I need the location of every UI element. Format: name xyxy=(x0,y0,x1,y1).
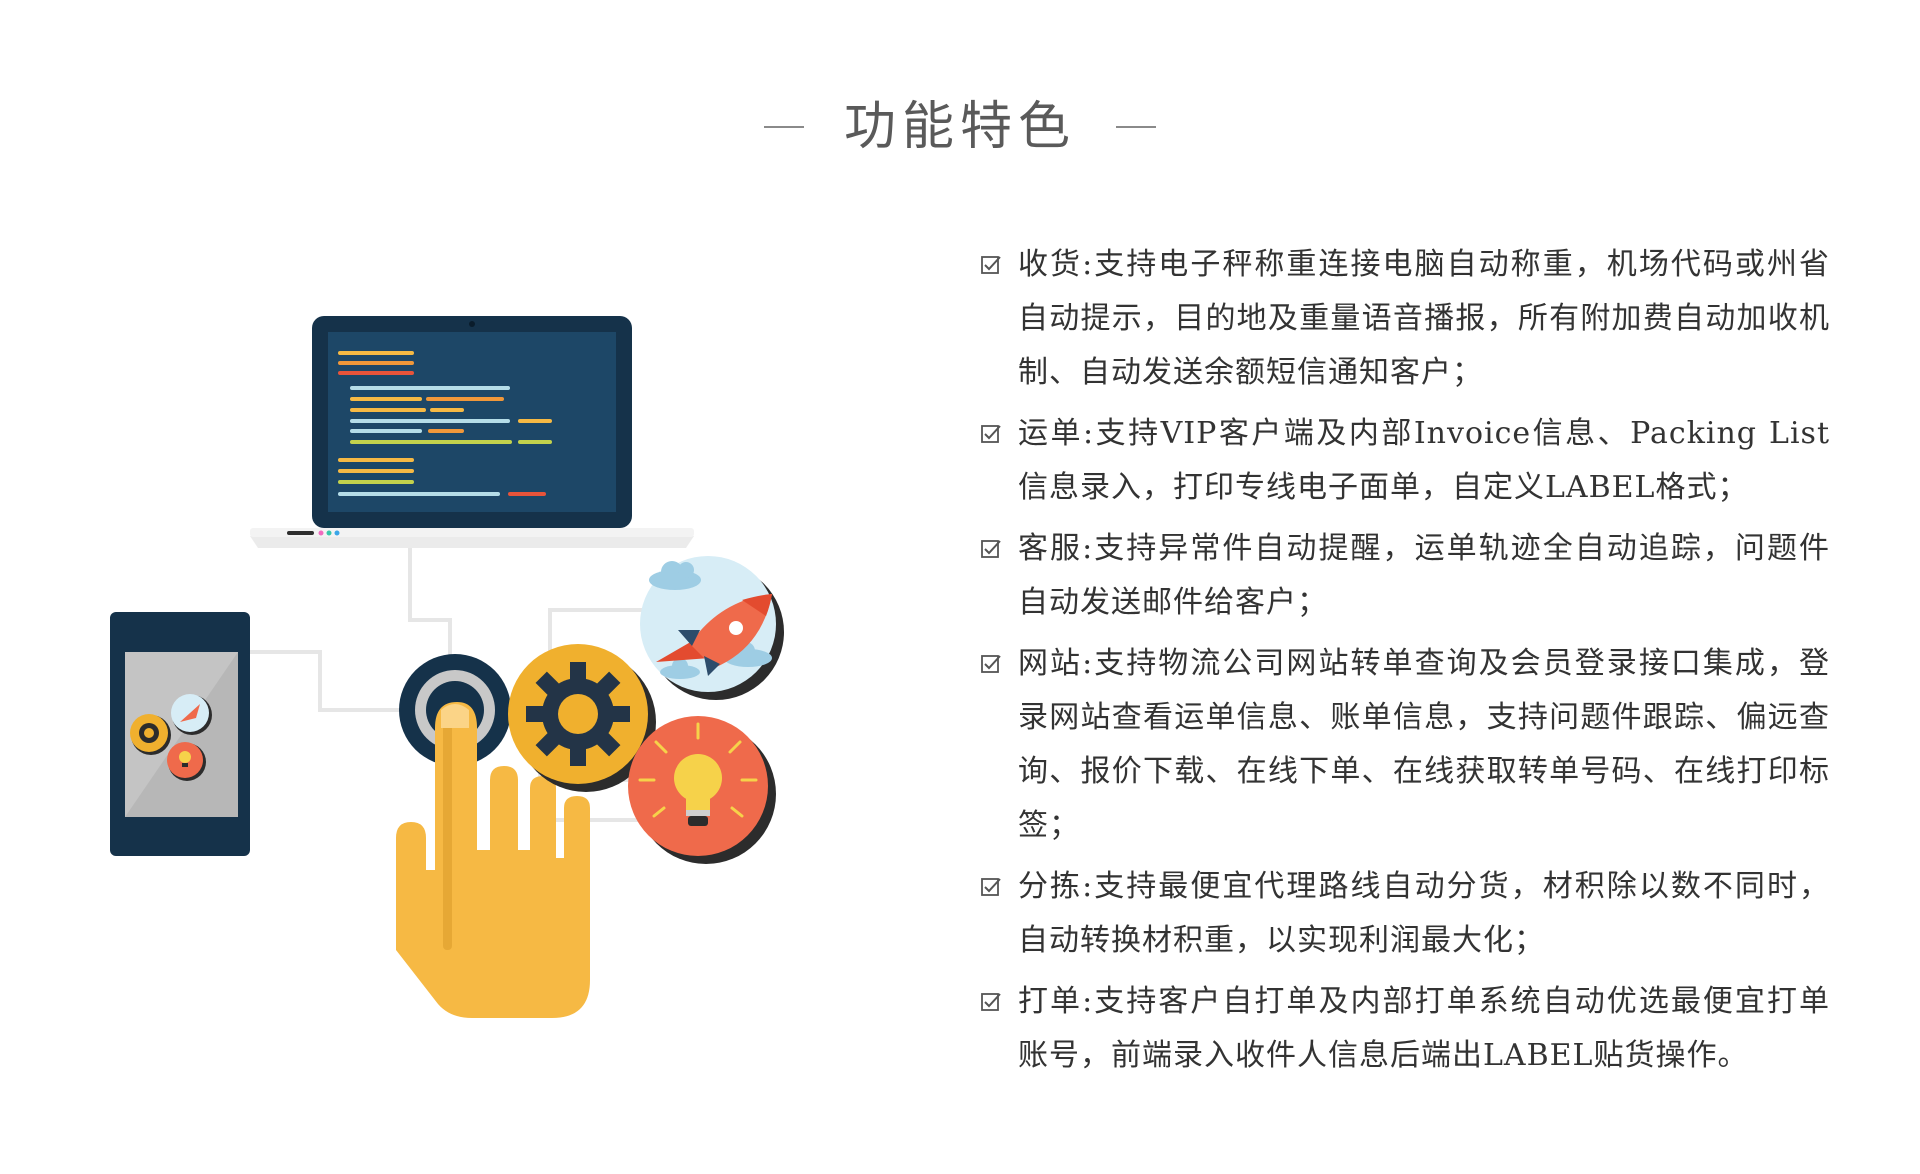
section-title-row: 功能特色 xyxy=(0,92,1920,162)
checkbox-checked-icon xyxy=(980,860,1018,914)
feature-item: 收货:支持电子秤称重连接电脑自动称重，机场代码或州省自动提示，目的地及重量语音播… xyxy=(980,238,1830,400)
gear-icon xyxy=(508,644,656,792)
feature-item: 分拣:支持最便宜代理路线自动分货，材积除以数不同时，自动转换材积重，以实现利润最… xyxy=(980,860,1830,968)
feature-text: 客服:支持异常件自动提醒，运单轨迹全自动追踪，问题件自动发送邮件给客户； xyxy=(1018,531,1830,620)
title-right-dash xyxy=(1116,126,1156,128)
section-title: 功能特色 xyxy=(843,97,1076,157)
code-lines xyxy=(338,351,552,496)
feature-item: 打单:支持客户自打单及内部打单系统自动优选最便宜打单账号，前端录入收件人信息后端… xyxy=(980,975,1830,1083)
checkbox-checked-icon xyxy=(980,238,1018,292)
tablet-icon xyxy=(110,612,250,856)
title-left-dash xyxy=(763,126,804,128)
feature-item: 客服:支持异常件自动提醒，运单轨迹全自动追踪，问题件自动发送邮件给客户； xyxy=(980,522,1830,630)
checkbox-checked-icon xyxy=(980,522,1018,576)
feature-text: 收货:支持电子秤称重连接电脑自动称重，机场代码或州省自动提示，目的地及重量语音播… xyxy=(1018,247,1830,390)
cloud-icon xyxy=(649,561,701,590)
features-illustration xyxy=(100,310,900,1030)
feature-list: 收货:支持电子秤称重连接电脑自动称重，机场代码或州省自动提示，目的地及重量语音播… xyxy=(980,238,1830,1090)
feature-text: 网站:支持物流公司网站转单查询及会员登录接口集成，登录网站查看运单信息、账单信息… xyxy=(1018,646,1830,843)
light-bulb-icon xyxy=(628,716,776,864)
pointing-hand-icon xyxy=(396,702,590,1018)
feature-item: 网站:支持物流公司网站转单查询及会员登录接口集成，登录网站查看运单信息、账单信息… xyxy=(980,637,1830,853)
feature-item: 运单:支持VIP客户端及内部Invoice信息、Packing List信息录入… xyxy=(980,407,1830,515)
checkbox-checked-icon xyxy=(980,975,1018,1029)
rocket-icon xyxy=(640,556,784,700)
feature-text: 运单:支持VIP客户端及内部Invoice信息、Packing List信息录入… xyxy=(1018,416,1830,505)
feature-text: 分拣:支持最便宜代理路线自动分货，材积除以数不同时，自动转换材积重，以实现利润最… xyxy=(1018,869,1830,958)
feature-text: 打单:支持客户自打单及内部打单系统自动优选最便宜打单账号，前端录入收件人信息后端… xyxy=(1018,984,1830,1073)
laptop-icon xyxy=(250,316,694,548)
checkbox-checked-icon xyxy=(980,407,1018,461)
checkbox-checked-icon xyxy=(980,637,1018,691)
